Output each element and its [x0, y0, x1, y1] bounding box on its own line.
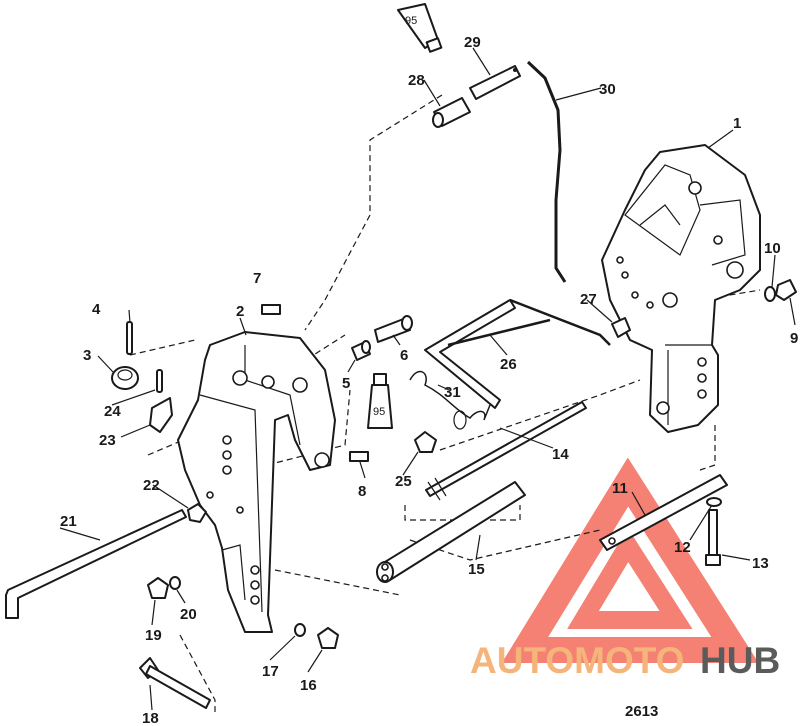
callout-16: 16 — [300, 677, 317, 694]
part-7-pad — [261, 304, 281, 315]
part-26-lever — [424, 298, 611, 409]
part-4-pin — [126, 321, 133, 355]
callout-27: 27 — [580, 291, 597, 308]
callout-8: 8 — [358, 483, 366, 500]
callout-17: 17 — [262, 663, 279, 680]
part-17-washer — [294, 623, 306, 637]
part-23-lever — [149, 397, 173, 433]
part-16-nut — [317, 627, 339, 649]
part-31-spring — [409, 370, 495, 430]
callout-11: 11 — [612, 480, 628, 497]
part-6-sleeve — [374, 315, 413, 343]
callout-30: 30 — [599, 81, 616, 98]
callout-25: 25 — [395, 473, 412, 490]
callout-12: 12 — [674, 539, 691, 556]
watermark-logo-text: AUTOMOTO HUB — [470, 640, 780, 681]
callout-19: 19 — [145, 627, 162, 644]
watermark-text-automoto: AUTOMOTO — [470, 640, 684, 681]
part-3-knob — [111, 366, 139, 390]
tube-label-lower: 95 — [373, 406, 385, 418]
callout-numbers: 1 2 3 4 5 6 7 8 9 10 11 12 13 14 15 16 1… — [60, 34, 798, 726]
callout-leaders — [59, 47, 796, 711]
part-5-bushing — [351, 340, 371, 361]
watermark-text-hub: HUB — [700, 640, 780, 681]
callout-14: 14 — [552, 446, 569, 463]
part-19-nut — [147, 577, 169, 599]
callout-15: 15 — [468, 561, 485, 578]
callout-21: 21 — [60, 513, 77, 530]
callout-24: 24 — [104, 403, 121, 420]
callout-9: 9 — [790, 330, 798, 347]
part-24-pin — [156, 369, 163, 393]
part-22-plug — [187, 503, 207, 523]
callout-23: 23 — [99, 432, 116, 449]
grease-tube-lower: 95 — [367, 373, 393, 429]
part-18-bolt — [139, 657, 211, 709]
grease-tube-upper: 95 — [397, 3, 443, 53]
part-12-washer — [706, 497, 722, 507]
callout-2: 2 — [236, 303, 244, 320]
callout-13: 13 — [752, 555, 769, 572]
callout-4: 4 — [92, 301, 101, 318]
part-14-threaded-rod — [425, 401, 587, 501]
part-27-nut — [611, 317, 631, 338]
callout-7: 7 — [253, 270, 261, 287]
part-2-clamp-bracket — [177, 331, 336, 633]
callout-6: 6 — [400, 347, 408, 364]
part-9-nut — [775, 279, 797, 301]
part-15-tube — [376, 481, 526, 583]
figure-number: 2613 — [625, 703, 658, 720]
callout-10: 10 — [764, 240, 781, 257]
part-8-pad — [349, 451, 369, 462]
part-30-rod — [526, 60, 567, 283]
callout-18: 18 — [142, 710, 159, 726]
callout-3: 3 — [83, 347, 91, 364]
tube-label-upper: 95 — [405, 15, 417, 27]
part-29-shaft — [469, 65, 521, 100]
part-20-washer — [169, 576, 181, 590]
callout-20: 20 — [180, 606, 197, 623]
part-13-bolt — [705, 509, 721, 566]
part-11-bar — [599, 474, 728, 551]
callout-31: 31 — [444, 384, 461, 401]
part-25-nut — [414, 431, 437, 453]
part-1-transom-bracket — [601, 144, 761, 433]
callout-28: 28 — [408, 72, 425, 89]
callout-5: 5 — [342, 375, 350, 392]
callout-26: 26 — [500, 356, 517, 373]
callout-22: 22 — [143, 477, 160, 494]
callout-29: 29 — [464, 34, 481, 51]
watermark-logo-triangle — [501, 457, 759, 663]
callout-1: 1 — [733, 115, 741, 132]
part-10-washer — [764, 286, 776, 302]
part-21-rod — [5, 509, 187, 619]
part-28-bushing — [432, 97, 471, 128]
